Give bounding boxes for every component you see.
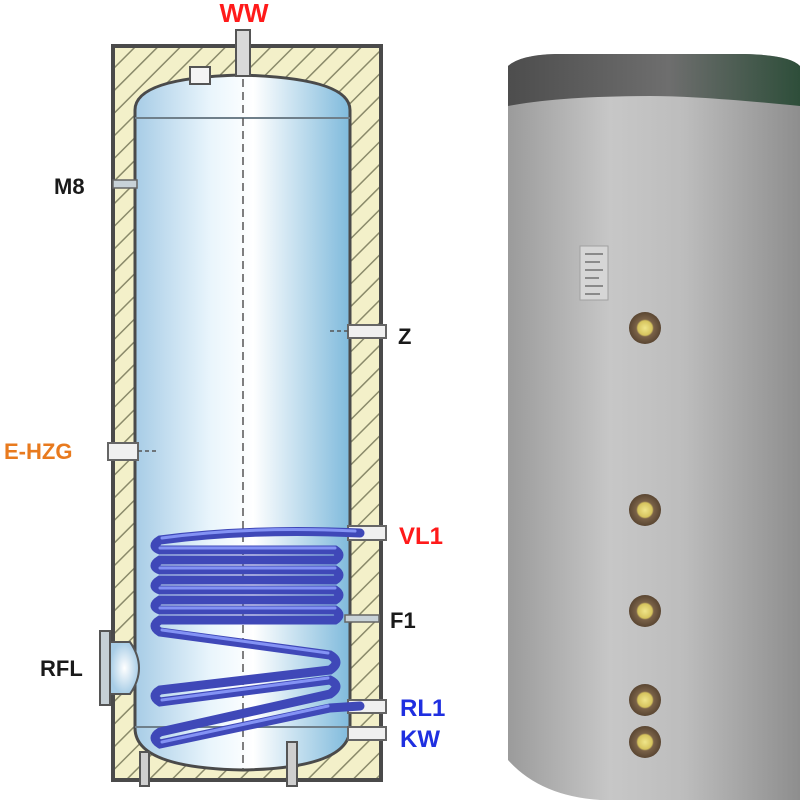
label-rl1: RL1 (400, 695, 445, 722)
exterior-port-4 (629, 684, 661, 716)
exterior-bottom-curve (508, 760, 600, 800)
rfl-flange-plate (99, 630, 111, 706)
exterior-port-2 (629, 494, 661, 526)
label-z: Z (398, 324, 411, 349)
left-foot (139, 751, 150, 787)
label-e-hzg: E-HZG (4, 439, 72, 464)
kw-port (347, 726, 387, 741)
m8-stub (112, 179, 138, 189)
label-vl1: VL1 (399, 523, 443, 550)
label-ww: WW (219, 0, 269, 28)
exterior-view (508, 54, 800, 800)
e-hzg-port (107, 442, 139, 461)
right-foot (286, 741, 298, 787)
rfl-flange-dome (109, 641, 140, 695)
port-labels: WW M8 Z E-HZG VL1 F1 RFL RL1 KW (4, 0, 445, 753)
exterior-port-5 (629, 726, 661, 758)
anode-cap (189, 66, 211, 85)
label-m8: M8 (54, 174, 85, 199)
ww-pipe (235, 29, 251, 77)
exterior-port-1 (629, 312, 661, 344)
label-f1: F1 (390, 608, 416, 633)
exterior-top-band (508, 54, 800, 106)
label-rfl: RFL (40, 656, 83, 681)
exterior-port-3 (629, 595, 661, 627)
heat-exchanger-coil (150, 527, 365, 749)
label-kw: KW (400, 726, 440, 753)
z-port (347, 324, 387, 339)
cutaway-drawing (99, 29, 387, 787)
type-plate-lines (585, 253, 603, 295)
f1-stub (344, 614, 380, 623)
exterior-shell (508, 54, 800, 800)
